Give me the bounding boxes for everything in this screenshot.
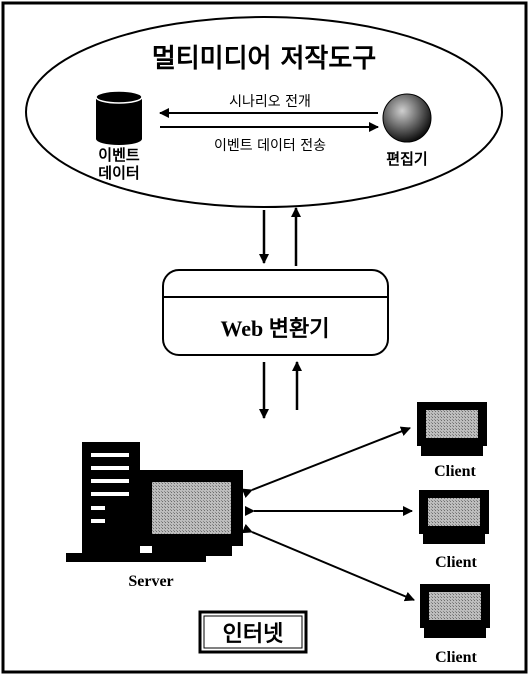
server-client-link-3: [241, 523, 415, 602]
client-computer-icon-1: [417, 402, 487, 456]
client-label-1: Client: [434, 463, 476, 480]
authoring-tool-title: 멀티미디어 저작도구: [152, 44, 376, 74]
editor-label: 편집기: [386, 150, 427, 168]
client-label-2: Client: [435, 554, 477, 571]
client-computer-icon-3: [420, 584, 490, 638]
authoring-tool-group: 멀티미디어 저작도구 이벤트 데이터 편집기 시나리오 전개 이벤트 데이터 전…: [25, 16, 503, 208]
internet-label: 인터넷: [223, 622, 284, 647]
scenario-label: 시나리오 전개: [229, 94, 311, 110]
server-client-link-1: [241, 426, 411, 498]
client-computer-icon-2: [419, 490, 489, 544]
web-converter-box: Web 변환기: [162, 269, 389, 356]
web-converter-label: Web 변환기: [220, 316, 329, 341]
event-data-label-line2: 데이터: [98, 164, 139, 182]
server-label: Server: [128, 573, 173, 590]
transfer-label: 이벤트 데이터 전송: [214, 138, 326, 154]
database-icon: [95, 90, 143, 145]
internet-box: 인터넷: [198, 610, 308, 654]
client-label-3: Client: [435, 649, 477, 666]
editor-sphere-icon: [382, 93, 432, 143]
event-data-label-line1: 이벤트: [98, 146, 140, 164]
server-computer-icon: [66, 442, 243, 562]
